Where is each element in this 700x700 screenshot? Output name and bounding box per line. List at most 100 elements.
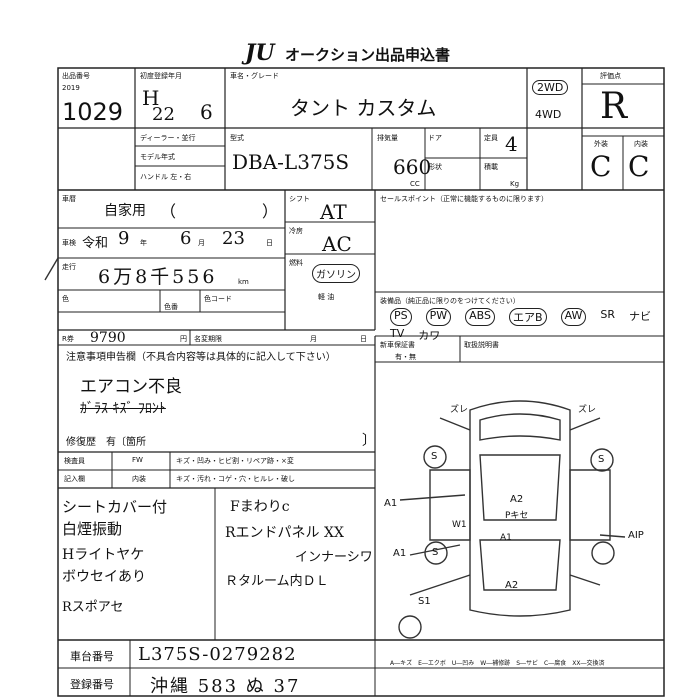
caution-line-1: エアコン不良 (80, 377, 182, 397)
equip-sr: SR (600, 308, 616, 321)
manual-label: 取扱説明書 (464, 341, 499, 349)
yen-label: 円 (180, 335, 187, 343)
new-warranty-label: 新車保証書 (380, 341, 415, 349)
diagram-mark-s-fl: S (431, 451, 438, 462)
capacity-label: 定員 (484, 134, 498, 142)
inspection-month: 6 (180, 228, 192, 249)
history-paren-close: ） (262, 202, 279, 221)
color-code-label: 色コード (204, 295, 232, 303)
note-right-2: Rエンドパネル XX (225, 525, 344, 541)
diagram-mark-pkise: Pキセ (505, 511, 529, 521)
inspection-day-unit: 日 (266, 239, 273, 247)
lot-number: 1029 (62, 98, 124, 126)
repair-history-close: 〕 (362, 433, 376, 449)
interior-label: 内装 (634, 140, 648, 148)
equipment-list: PS PW ABS エアB AW SR ナビ TV カワ (390, 308, 660, 343)
score-label: 評価点 (600, 72, 621, 80)
note-left-2: 白煙振動 (62, 520, 123, 538)
drive-4wd: 4WD (535, 108, 562, 121)
note-left-5: Rスポアセ (62, 600, 124, 615)
inner-legend: キズ・汚れ・コゲ・穴・ヒルレ・破し (176, 475, 295, 483)
exterior-label: 外装 (594, 140, 608, 148)
diagram-mark-s-rl: S (432, 547, 439, 558)
diagram-mark-zure-right: ズレ (578, 405, 597, 415)
shape-label: 形状 (428, 163, 442, 171)
note-left-1: シートカバー付 (62, 498, 168, 516)
logo: JU (245, 40, 275, 66)
diagram-mark-zure-left: ズレ (450, 405, 469, 415)
caution-line-2: ｶﾞﾗｽ ｷｽﾞ ﾌﾛﾝﾄ (80, 401, 166, 417)
entry-label: 記入欄 (64, 475, 85, 483)
drive-2wd: 2WD (532, 80, 569, 95)
car-name: タント カスタム (290, 96, 437, 120)
capacity-value: 4 (505, 132, 518, 156)
title-period-label: 名変期限 (194, 335, 222, 343)
displacement-value: 660 (393, 155, 432, 179)
inspection-label: 車検 (62, 239, 76, 247)
note-right-1: Fまわりc (230, 499, 290, 515)
kg-label: Kg (510, 180, 520, 188)
dealer-label: ディーラー・並行 (140, 134, 196, 142)
diagram-mark-a2-bottom: A2 (505, 580, 519, 591)
equip-pw: PW (425, 308, 452, 326)
chassis-no-value: L375S-0279282 (138, 644, 297, 665)
inspector-label: 検査員 (64, 457, 85, 465)
equip-tv: TV (390, 327, 405, 340)
fw-label: FW (132, 456, 143, 464)
equip-ps: PS (390, 308, 412, 326)
equipment-label: 装備品（純正品に限りのをつけてください） (380, 297, 520, 305)
note-left-4: ボウセイあり (62, 569, 146, 585)
door-label: ドア (428, 134, 442, 142)
title-day: 日 (360, 335, 367, 343)
r-ticket-value: 9790 (90, 330, 126, 346)
inner-label: 内装 (132, 475, 146, 483)
era-year: 22 (152, 104, 175, 125)
equip-airbag: エアB (509, 308, 547, 326)
cooling-value: AC (322, 232, 352, 256)
shift-label: シフト (289, 195, 310, 203)
diagram-mark-aip: AIP (628, 530, 644, 541)
history-label: 車暦 (62, 195, 76, 203)
note-left-3: Hライトヤケ (62, 547, 145, 563)
diagram-mark-a1-c: A1 (500, 533, 512, 543)
repair-history-label: 修復歴 有〔箇所 (66, 437, 146, 448)
diagram-mark-a1-b: A1 (393, 548, 407, 559)
diagram-mark-s1: S1 (418, 596, 431, 607)
diagram-mark-w1: W1 (452, 520, 467, 530)
caution-title: 注意事項申告欄（不具合内容等は具体的に記入して下さい） (66, 352, 336, 363)
model-value: DBA-L375S (232, 150, 350, 174)
equip-aw: AW (560, 308, 587, 326)
inspection-month-unit: 月 (198, 239, 205, 247)
diagram-mark-s-fr: S (598, 454, 605, 465)
first-reg-label: 初度登録年月 (140, 72, 182, 80)
equip-abs: ABS (465, 308, 496, 326)
warranty-have-none: 有・無 (395, 353, 416, 361)
history-paren-open: （ (160, 202, 177, 221)
first-month: 6 (200, 100, 213, 124)
legend-text: A―キズ E―エクボ U―凹み W―補修跡 S―サビ C―腐食 XX―交換済 (390, 660, 605, 667)
equip-navi: ナビ (629, 310, 652, 323)
equip-leather: カワ (418, 329, 441, 342)
diagram-mark-a1-a: A1 (384, 498, 398, 509)
inspection-year: 9 (118, 228, 130, 249)
cooling-label: 冷房 (289, 227, 303, 235)
note-right-3: インナーシワ (295, 550, 373, 565)
r-ticket-label: R券 (62, 335, 74, 343)
year-tag: 2019 (62, 84, 80, 92)
reg-no-value: 沖縄 583 ぬ 37 (150, 676, 301, 697)
lot-no-label: 出品番号 (62, 72, 90, 80)
era: H (142, 86, 160, 110)
title-month: 月 (310, 335, 317, 343)
note-right-4: Ｒタルーム内ＤＬ (225, 574, 329, 589)
cc-label: CC (410, 180, 420, 188)
history-value: 自家用 (104, 203, 146, 219)
chassis-no-label: 車台番号 (70, 650, 114, 663)
shift-value: AT (320, 200, 347, 224)
interior-value: C (628, 150, 650, 183)
mileage-label: 走行 (62, 263, 76, 271)
km-label: km (238, 278, 249, 286)
scratch-legend: キズ・凹み・ヒビ割・リペア跡・×変 (176, 457, 294, 465)
fuel-value: ガソリン (312, 264, 360, 283)
diagram-mark-a2-top: A2 (510, 494, 524, 505)
color-label: 色 (62, 295, 69, 303)
